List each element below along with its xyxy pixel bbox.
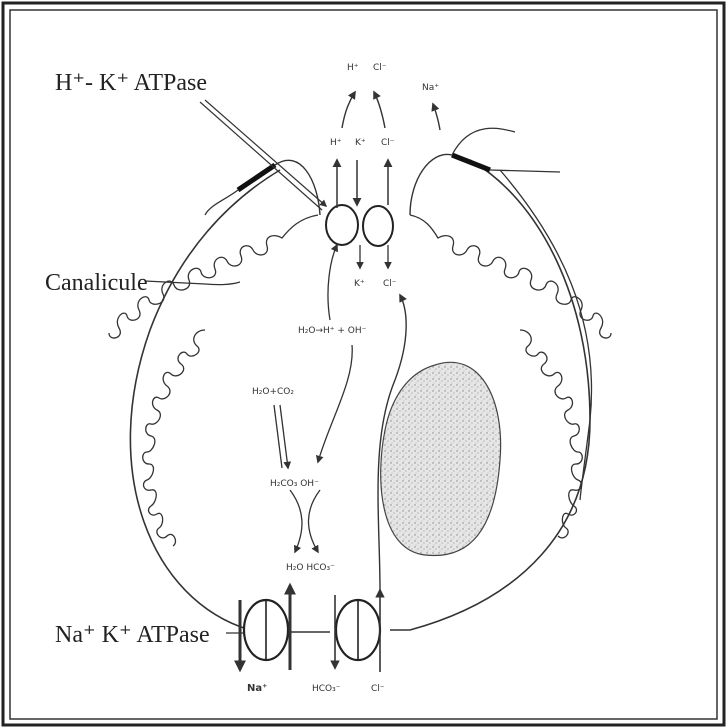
hk-atpase-pointer-2 — [205, 100, 326, 206]
tight-junction-right — [452, 155, 490, 170]
hk-pump-circle-1 — [326, 205, 358, 245]
basolateral-membrane-right — [500, 170, 592, 500]
lumen-h-arrow — [342, 92, 355, 128]
base-cl-label: Cl⁻ — [371, 684, 385, 694]
canalicule-pointer — [145, 281, 240, 285]
cyto-cl-label: Cl⁻ — [383, 279, 397, 289]
pump-h-label: H⁺ — [330, 138, 342, 148]
pump-cl-label: Cl⁻ — [381, 138, 395, 148]
apical-arc-left — [205, 190, 238, 215]
hk-pump-circle-2 — [363, 206, 393, 246]
reaction-cross-2 — [308, 490, 320, 552]
reaction-cross-1 — [290, 490, 302, 552]
nak-atpase-label: Na⁺ K⁺ ATPase — [55, 622, 210, 648]
lumen-cl-arrow — [374, 92, 385, 128]
nucleus — [381, 362, 501, 555]
h2o-co2-label: H₂O+CO₂ — [252, 387, 294, 397]
lumen-cl-label: Cl⁻ — [373, 63, 387, 73]
lumen-na-arrow — [433, 104, 440, 130]
apical-membrane-right — [410, 154, 452, 215]
canalicule-left — [109, 215, 318, 546]
cyto-k-label: K⁺ — [354, 279, 365, 289]
pump-k-label: K⁺ — [355, 138, 366, 148]
lumen-na-label: Na⁺ — [422, 83, 439, 93]
apical-arc-right — [452, 128, 515, 155]
hk-atpase-pointer-1 — [200, 102, 322, 210]
oh-path — [318, 345, 352, 462]
water-dissociation-label: H₂O→H⁺ + OH⁻ — [298, 326, 367, 336]
base-hco3-label: HCO₃⁻ — [312, 684, 341, 694]
cell-membrane — [130, 160, 590, 632]
h-path — [328, 245, 337, 320]
h2co3-oh-label: H₂CO₃ OH⁻ — [270, 479, 319, 489]
base-na-label: Na⁺ — [247, 683, 267, 694]
lumen-h-label: H⁺ — [347, 63, 359, 73]
h2o-hco3-label: H₂O HCO₃⁻ — [286, 563, 335, 573]
hk-atpase-label: H⁺- K⁺ ATPase — [55, 70, 207, 96]
canalicule-label: Canalicule — [45, 270, 148, 296]
